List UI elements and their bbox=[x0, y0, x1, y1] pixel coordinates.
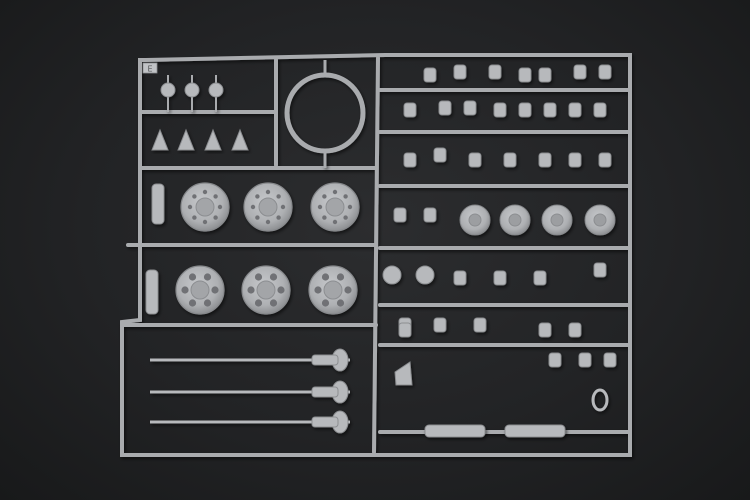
small-round-parts bbox=[160, 75, 224, 112]
sprue-letter: E bbox=[147, 65, 152, 74]
idler-wheel bbox=[541, 204, 573, 236]
road-wheel bbox=[308, 265, 358, 315]
small-part bbox=[453, 64, 467, 80]
bracket-parts bbox=[151, 128, 249, 151]
small-part bbox=[568, 152, 582, 168]
small-part bbox=[423, 67, 437, 83]
hub-part bbox=[415, 265, 435, 285]
small-part bbox=[473, 317, 487, 333]
small-part bbox=[433, 147, 447, 163]
small-part bbox=[453, 270, 467, 286]
hub-part bbox=[382, 265, 402, 285]
road-wheel bbox=[175, 265, 225, 315]
small-part bbox=[398, 322, 412, 338]
small-part bbox=[573, 64, 587, 80]
small-part bbox=[593, 102, 607, 118]
small-part bbox=[518, 102, 532, 118]
small-part bbox=[493, 270, 507, 286]
small-part bbox=[578, 352, 592, 368]
road-wheel bbox=[243, 182, 293, 232]
small-part bbox=[403, 152, 417, 168]
small-part bbox=[463, 100, 477, 116]
torsion-bars bbox=[150, 348, 350, 434]
small-part bbox=[598, 64, 612, 80]
small-part bbox=[488, 64, 502, 80]
idler-wheel bbox=[459, 204, 491, 236]
small-part bbox=[568, 102, 582, 118]
small-part bbox=[518, 67, 532, 83]
small-part bbox=[503, 152, 517, 168]
small-part bbox=[533, 270, 547, 286]
small-part bbox=[593, 262, 607, 278]
lower-assemblies bbox=[394, 361, 609, 438]
small-part bbox=[538, 67, 552, 83]
small-parts-right bbox=[382, 64, 617, 368]
road-wheel bbox=[310, 182, 360, 232]
small-part bbox=[433, 317, 447, 333]
small-part bbox=[568, 322, 582, 338]
small-part bbox=[468, 152, 482, 168]
small-part bbox=[393, 207, 407, 223]
small-part bbox=[543, 102, 557, 118]
small-part bbox=[548, 352, 562, 368]
sprue-ring bbox=[284, 60, 366, 168]
idler-wheel bbox=[499, 204, 531, 236]
road-wheel bbox=[180, 182, 230, 232]
road-wheels bbox=[175, 182, 360, 315]
small-part bbox=[438, 100, 452, 116]
small-part bbox=[423, 207, 437, 223]
small-part bbox=[598, 152, 612, 168]
small-part bbox=[538, 322, 552, 338]
small-part bbox=[493, 102, 507, 118]
idler-wheel bbox=[584, 204, 616, 236]
small-part bbox=[538, 152, 552, 168]
sprue-letter-tab: E bbox=[142, 62, 158, 74]
sprue-outer-frame bbox=[120, 53, 632, 457]
small-part bbox=[403, 102, 417, 118]
small-part bbox=[603, 352, 617, 368]
shock-absorbers bbox=[145, 183, 165, 315]
road-wheel bbox=[241, 265, 291, 315]
